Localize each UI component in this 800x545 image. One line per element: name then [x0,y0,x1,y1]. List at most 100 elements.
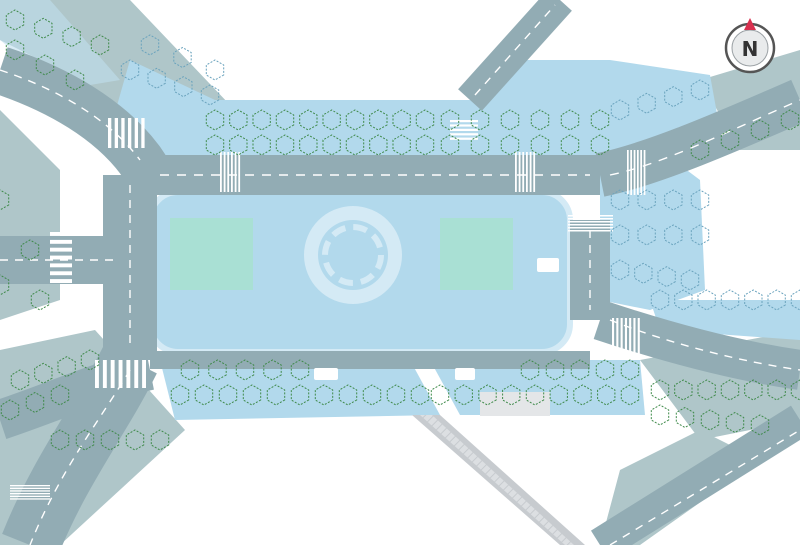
tree-icon [500,134,520,156]
tree-icon [140,34,160,56]
crosswalk-stripe [142,360,146,388]
tree-icon [369,109,388,131]
tree-icon [637,224,656,246]
tree-icon [690,79,710,101]
central-fountain [304,206,402,304]
crosswalk-stripe [568,221,613,223]
crosswalk-stripe [10,485,50,487]
tree-icon [664,189,683,211]
tree-icon [10,369,30,391]
crosswalk-stripe [568,224,613,226]
tree-icon [545,359,565,381]
crosswalk-stripe [10,495,50,497]
crosswalk-stripe [50,279,72,283]
tree-icon [415,134,435,156]
tree-icon [690,224,710,246]
tree-icon [610,99,630,121]
tree-icon [650,379,670,401]
crosswalk-stripe [450,128,478,131]
crosswalk-stripe [620,318,623,360]
crosswalk-stripe [522,152,525,192]
tree-icon [20,239,40,261]
crosswalk-stripe [223,152,226,192]
tree-icon [440,109,460,131]
street-trees [0,9,800,451]
tree-icon [720,289,740,311]
tree-icon [744,289,763,311]
tree-icon [65,69,85,91]
crosswalk-stripe [568,215,613,217]
tree-icon [410,384,430,406]
crosswalk-stripe [234,152,237,192]
tree-icon [525,384,545,406]
crosswalk-stripe [633,318,636,360]
tree-icon [392,109,411,131]
tree-icon [454,384,473,406]
crosswalk-stripe [134,360,139,388]
tree-icon [275,109,295,131]
crosswalk-stripe [529,152,532,192]
crosswalk-stripe [118,360,123,388]
kiosks [314,258,559,416]
crosswalk-stripe [231,152,233,192]
tree-icon [34,362,53,384]
crosswalk-stripe [95,360,99,388]
crosswalk-stripe [627,150,629,195]
crosswalk-stripe [526,152,528,192]
tree-icon [314,384,334,406]
crosswalk-stripe [568,227,613,229]
crosswalk-stripe [515,152,517,192]
tree-icon [345,109,365,131]
crosswalk-stripe [126,360,131,388]
crosswalk-stripe [121,118,125,148]
crosswalk-stripe [643,150,646,195]
tree-icon [362,384,382,406]
crosswalk-stripe [10,487,50,489]
tree-icon [664,86,683,108]
tree-icon [100,429,120,451]
tree-icon [530,134,550,156]
tree-icon [322,109,341,131]
crosswalk-stripe [450,133,478,136]
tree-icon [560,109,580,131]
tree-icon [634,262,653,284]
lawn-squares [170,218,513,290]
tree-icon [147,67,166,89]
tree-icon [229,134,248,156]
tree-icon [500,109,520,131]
tree-icon [290,359,310,381]
tree-icon [0,399,20,421]
tree-icon [5,39,25,61]
crosswalk-stripe [50,232,72,236]
tree-icon [208,359,227,381]
crosswalk-stripe [134,118,138,148]
crosswalk-stripe [50,247,72,252]
tree-icon [205,109,225,131]
crosswalk-stripe [50,263,72,268]
tree-icon [235,359,255,381]
crosswalk-stripe [568,230,613,232]
tree-icon [338,384,358,406]
tree-icon [697,379,716,401]
tree-icon [174,76,193,98]
tree-icon [205,134,225,156]
tree-icon [120,59,140,81]
compass-north-label: N [742,37,759,61]
tree-icon [386,384,406,406]
tree-icon [90,34,110,56]
crosswalk-stripe [10,493,50,495]
tree-icon [275,134,295,156]
crosswalk-stripe [50,255,72,260]
crosswalks [10,118,646,500]
tree-icon [620,359,640,381]
tree-icon [57,356,76,378]
tree-icon [620,384,640,406]
tree-icon [263,359,282,381]
tree-icon [690,189,710,211]
tree-icon [218,384,238,406]
tree-icon [229,109,248,131]
pedestrian-path [412,415,585,545]
crosswalk-stripe [110,360,115,388]
tree-icon [549,384,568,406]
